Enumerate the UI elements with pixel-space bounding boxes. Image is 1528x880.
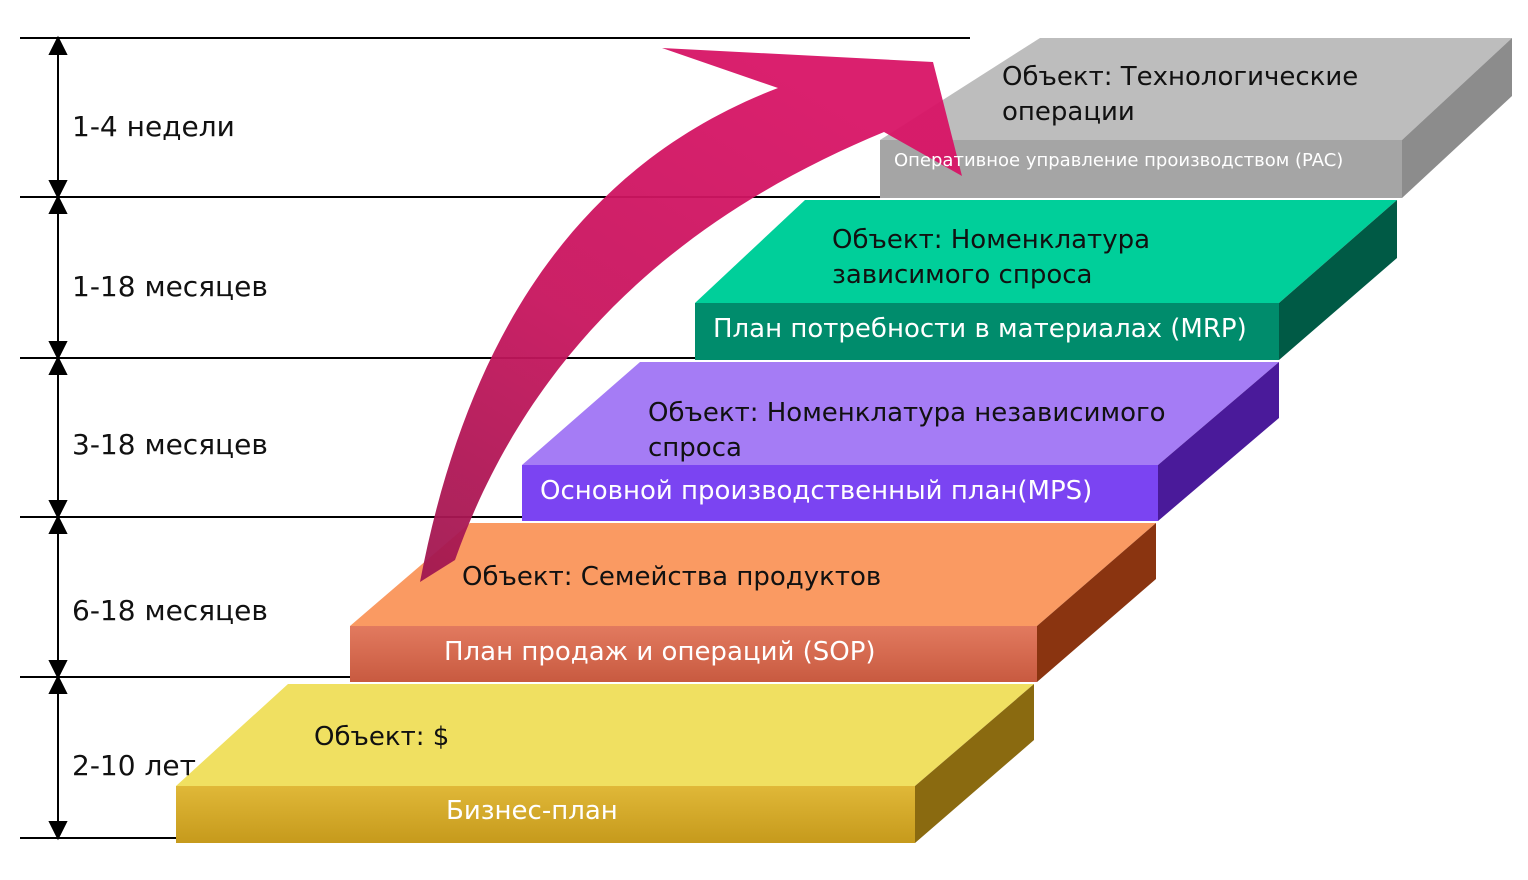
- step-pac-side: [1402, 38, 1512, 198]
- period-arrow-3: [48, 355, 68, 520]
- step-sop-front: [350, 626, 1037, 682]
- period-label-2: 1-18 месяцев: [72, 270, 268, 303]
- step-mps-top: [522, 362, 1279, 465]
- period-arrow-4: [48, 514, 68, 680]
- step-business: [176, 684, 1034, 843]
- step-pac-top: [880, 38, 1512, 140]
- step-business-top: [176, 684, 1034, 786]
- period-arrow-5: [48, 674, 68, 841]
- period-arrows: [48, 35, 68, 841]
- step-mps-front: [522, 465, 1158, 521]
- step-business-object: Объект: $: [314, 722, 450, 752]
- step-sop-plan: План продаж и операций (SOP): [444, 637, 876, 667]
- progress-arrow: [420, 48, 962, 582]
- step-mrp-side: [1279, 200, 1397, 360]
- step-pac: [880, 38, 1512, 198]
- guide-lines: [20, 37, 970, 839]
- step-pac-object-line-2: операции: [1002, 97, 1135, 127]
- period-label-1: 1-4 недели: [72, 110, 235, 143]
- period-label-4: 6-18 месяцев: [72, 594, 268, 627]
- step-mps-side: [1158, 362, 1279, 521]
- step-business-front: [176, 786, 915, 843]
- step-mrp: [695, 200, 1397, 360]
- step-mrp-plan: План потребности в материалах (MRP): [713, 314, 1247, 344]
- period-label-5: 2-10 лет: [72, 749, 196, 782]
- step-mps-object-line-2: спроса: [648, 433, 742, 463]
- step-pac-front: [880, 140, 1402, 198]
- period-arrow-1: [48, 35, 68, 200]
- step-pac-object-line-1: Объект: Технологические: [1002, 62, 1359, 92]
- step-sop-top: [350, 523, 1156, 626]
- step-business-side: [915, 684, 1034, 843]
- step-sop-object: Объект: Семейства продуктов: [462, 562, 882, 592]
- step-mps: [522, 362, 1279, 521]
- step-mrp-object-line-2: зависимого спроса: [832, 260, 1093, 290]
- step-mrp-front: [695, 303, 1279, 360]
- period-arrow-2: [48, 194, 68, 361]
- period-label-3: 3-18 месяцев: [72, 428, 268, 461]
- step-sop-side: [1037, 523, 1156, 682]
- step-business-plan: Бизнес-план: [446, 796, 618, 826]
- step-mrp-top: [695, 200, 1397, 303]
- step-mrp-object-line-1: Объект: Номенклатура: [832, 225, 1151, 255]
- step-sop: [350, 523, 1156, 682]
- step-mps-object-line-1: Объект: Номенклатура независимого: [648, 398, 1166, 428]
- step-mps-plan: Основной производственный план(MPS): [540, 476, 1093, 506]
- step-pac-plan: Оперативное управление производством (PA…: [894, 150, 1344, 171]
